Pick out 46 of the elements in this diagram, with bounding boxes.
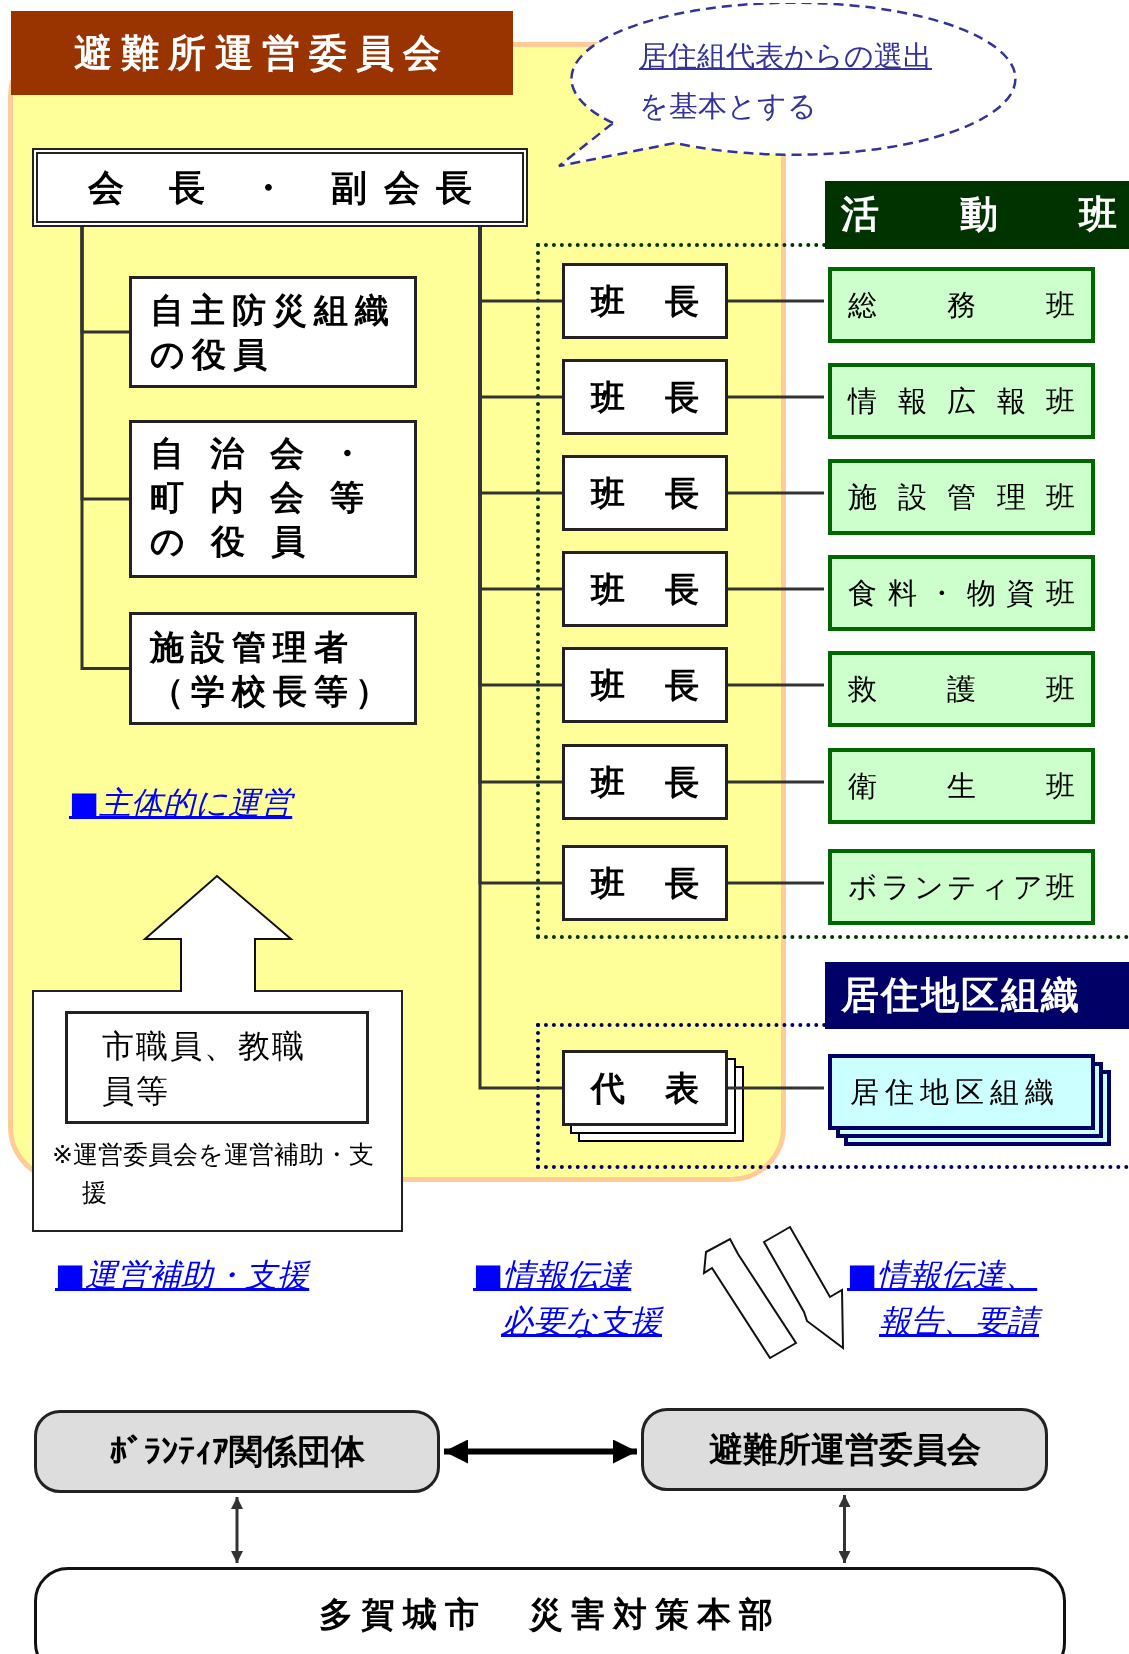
- connector-line: [728, 587, 824, 591]
- member-box: 自主防災組織の役員: [129, 276, 417, 388]
- team-box: 総 務 班: [828, 267, 1095, 343]
- note-label: ■情報伝達必要な支援: [473, 1255, 663, 1342]
- connector-line: [728, 491, 824, 495]
- chair-box: 会 長 ・ 副会長: [32, 148, 528, 227]
- organization-box: 避難所運営委員会: [641, 1408, 1048, 1491]
- connector-line: [728, 1086, 824, 1090]
- group-heading: 居住地区組織: [825, 962, 1129, 1029]
- leader-box: 班 長: [562, 551, 728, 627]
- member-box: 自治会・町内会等の役員: [129, 420, 417, 578]
- leader-box: 班 長: [562, 744, 728, 820]
- team-box: 救 護 班: [828, 651, 1095, 727]
- arrow: [231, 1497, 243, 1563]
- team-box: 情報広報班: [828, 363, 1095, 439]
- note-label: ■情報伝達、報告、要請: [847, 1252, 1062, 1344]
- connector-line: [728, 881, 824, 885]
- organization-box: ﾎﾞﾗﾝﾃｨｱ関係団体: [34, 1410, 440, 1493]
- arrow: [444, 1439, 637, 1464]
- leader-box: 班 長: [562, 647, 728, 723]
- team-box: 衛 生 班: [828, 748, 1095, 824]
- bubble-text: 居住組代表からの選出: [639, 38, 932, 75]
- team-box: 施設管理班: [828, 459, 1095, 535]
- team-box: 食料・物資班: [828, 555, 1095, 631]
- connector-line: [728, 299, 824, 303]
- group-heading: 活 動 班: [825, 181, 1129, 249]
- title-banner: 避難所運営委員会: [11, 11, 513, 95]
- note-text: ※運営委員会を運営補助・支援: [52, 1139, 375, 1209]
- note-label: ■主体的に運営: [69, 783, 296, 824]
- staff-box: 市職員、教職員等: [65, 1011, 369, 1124]
- headquarters-box: 多賀城市 災害対策本部: [34, 1567, 1066, 1654]
- note-label: ■運営補助・支援: [55, 1255, 312, 1296]
- bubble-text: を基本とする: [639, 88, 817, 125]
- leader-box: 班 長: [562, 263, 728, 339]
- connector-line: [728, 780, 824, 784]
- team-box: ボランティア班: [828, 849, 1095, 925]
- connector-line: [728, 683, 824, 687]
- leader-box: 班 長: [562, 455, 728, 531]
- leader-box: 班 長: [562, 359, 728, 435]
- leader-box: 班 長: [562, 845, 728, 921]
- connector-line: [80, 227, 129, 670]
- arrow: [838, 1495, 851, 1563]
- member-box: 施設管理者（学校長等）: [129, 612, 417, 725]
- organization-box: 居住地区組織: [828, 1054, 1095, 1130]
- connector-line: [728, 395, 824, 399]
- leader-box: 代 表: [562, 1050, 728, 1126]
